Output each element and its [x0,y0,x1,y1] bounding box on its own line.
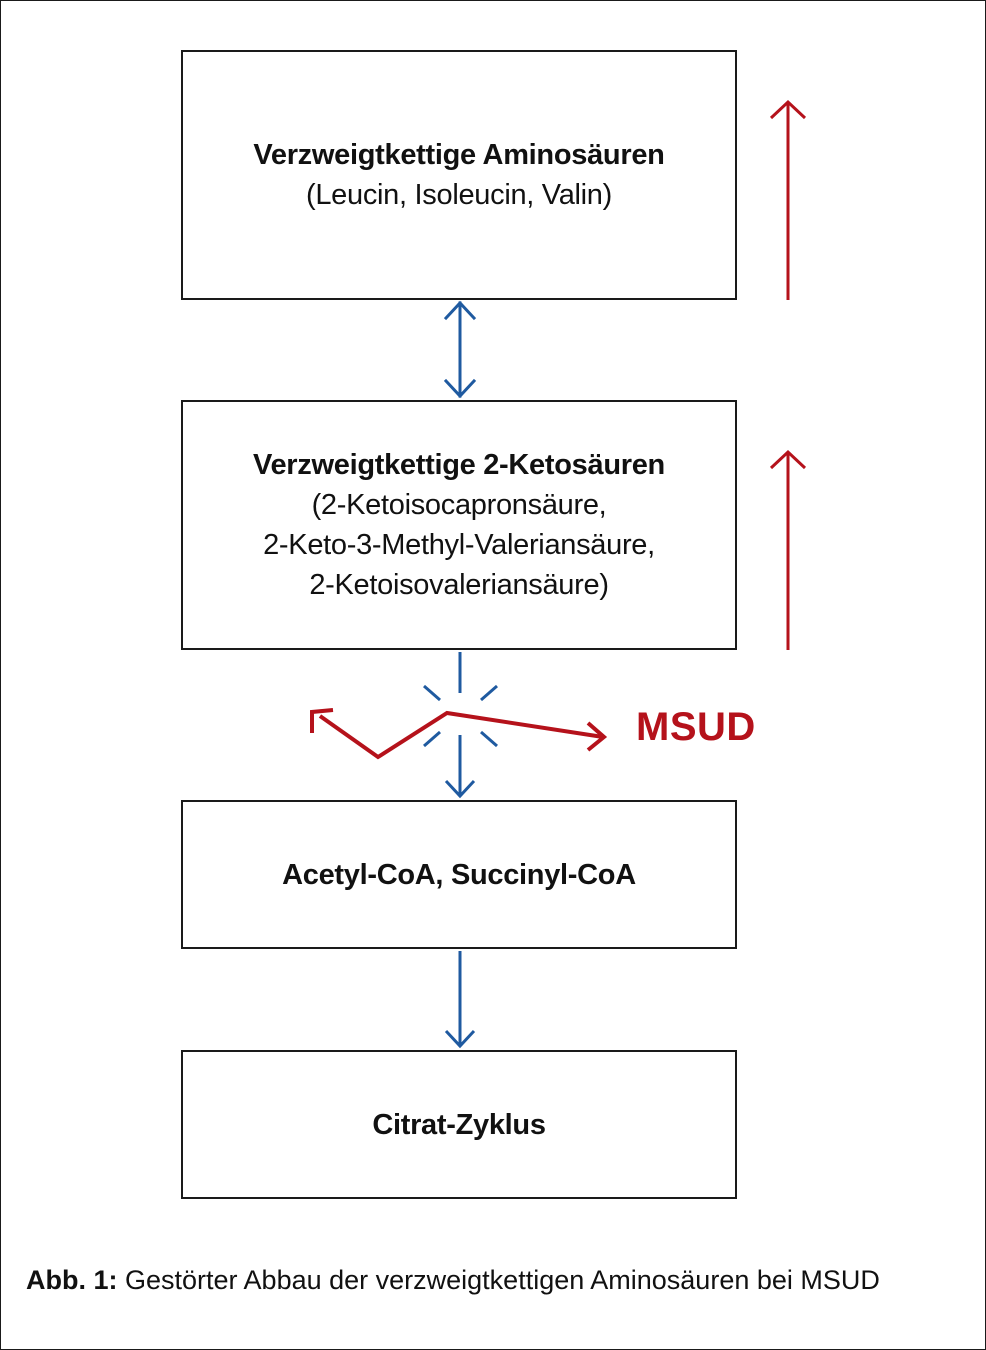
caption-text: Gestörter Abbau der verzweigtkettigen Am… [117,1265,880,1295]
box-branched-chain-amino-acids: Verzweigtkettige Aminosäuren (Leucin, Is… [181,50,737,300]
box-branched-chain-keto-acids: Verzweigtkettige 2-Ketosäuren (2-Ketoiso… [181,400,737,650]
figure-caption: Abb. 1: Gestörter Abbau der verzweigtket… [26,1263,926,1297]
bidirectional-arrow [443,300,477,399]
box-citrat-zyklus: Citrat-Zyklus [181,1050,737,1199]
block-burst-marks [423,684,498,748]
increase-arrow-ketosaeuren [769,449,807,650]
box-detail-line: 2-Ketoisovaleriansäure) [309,569,609,601]
box-detail-line: 2-Keto-3-Methyl-Valeriansäure, [263,529,655,561]
caption-prefix: Abb. 1: [26,1265,118,1295]
msud-defect-arrow [310,708,608,760]
box-detail-line: (2-Ketoisocapronsäure, [311,489,607,521]
arrow-to-citrat-zyklus [444,951,476,1049]
box-title: Verzweigtkettige Aminosäuren [253,139,665,171]
box-detail-line: (Leucin, Isoleucin, Valin) [306,179,612,211]
box-title: Verzweigtkettige 2-Ketosäuren [253,449,665,481]
blocked-arrow [444,652,476,799]
increase-arrow-aminosaeuren [769,99,807,300]
box-acetyl-succinyl-coa: Acetyl-CoA, Succinyl-CoA [181,800,737,949]
msud-label: MSUD [636,705,756,749]
box-title: Citrat-Zyklus [372,1108,546,1141]
box-title: Acetyl-CoA, Succinyl-CoA [282,858,636,891]
